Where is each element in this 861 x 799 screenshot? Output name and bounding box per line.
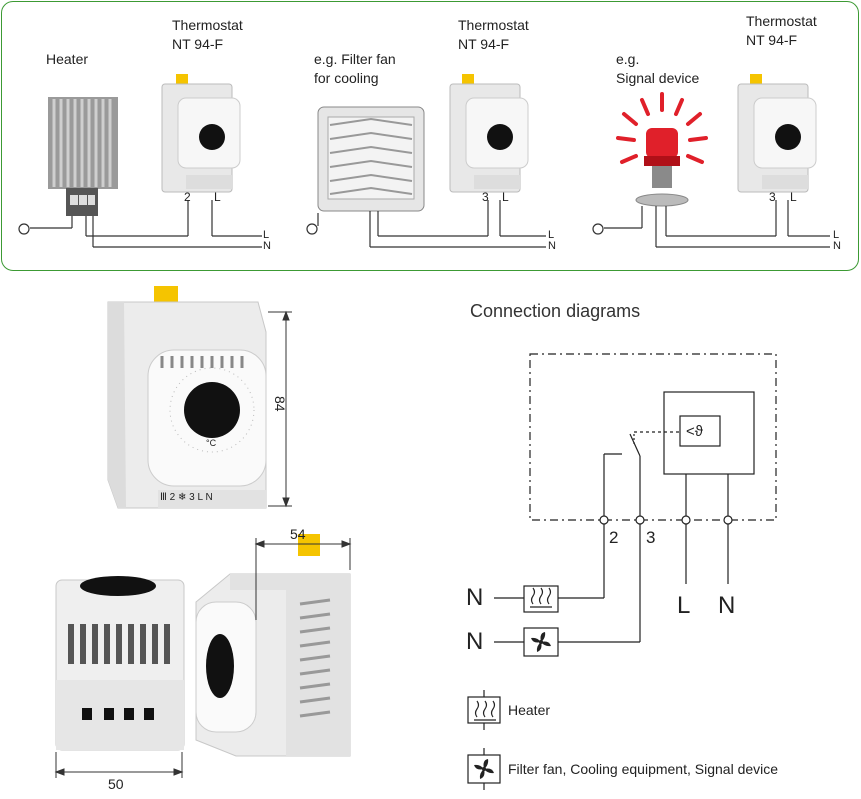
enclosure-dashed	[529, 353, 777, 521]
fan-symbol	[523, 627, 559, 657]
sensor-symbol-label: <ϑ	[686, 423, 703, 440]
filter-fan-label: e.g. Filter fan for cooling	[314, 51, 396, 86]
wire-N-label-3: N	[833, 240, 841, 252]
wire-L-label-3: L	[833, 229, 840, 241]
fan-wiring	[306, 200, 546, 248]
heater-wiring	[18, 200, 262, 248]
L-terminal-label: L	[677, 592, 691, 619]
filter-fan-device	[317, 106, 425, 212]
signal-device-label: e.g. Signal device	[616, 51, 700, 86]
terminal-strip-label: Ⅲ 2 ❄ 3 L N	[160, 492, 213, 503]
fan-icon	[474, 632, 551, 779]
thermostat-2-image	[449, 74, 529, 193]
signal-device	[616, 92, 708, 207]
thermostat-2-label: Thermostat NT 94-F	[458, 17, 529, 52]
legend-heater-label: Heater	[508, 702, 551, 718]
N-fan-label: N	[466, 628, 484, 655]
N-heater-label: N	[466, 584, 484, 611]
dim-84-label: 84	[272, 396, 288, 412]
dim-54-line	[254, 538, 352, 620]
wire-N-label-2: N	[548, 240, 556, 252]
legend-fan-label: Filter fan, Cooling equipment, Signal de…	[508, 761, 779, 777]
thermostat-top-view	[55, 576, 185, 751]
celsius-unit: °C	[206, 438, 217, 448]
connection-diagram	[467, 353, 777, 790]
sensor-symbol-box	[679, 415, 721, 447]
N-terminal-label: N	[718, 592, 736, 619]
thermostat-side-view	[195, 534, 351, 757]
heater-icon	[474, 587, 552, 721]
terminal-L-label-2: L	[502, 190, 509, 204]
dim-50-line	[54, 752, 184, 778]
dim-84-line	[268, 310, 292, 508]
thermostat-3-image	[737, 74, 817, 193]
thermostat-1-image	[161, 74, 241, 193]
terminal-3-label: 3	[646, 528, 656, 547]
terminal-3-label-2: 3	[482, 190, 489, 204]
heater-label: Heater	[46, 51, 89, 67]
sensor-box	[663, 391, 755, 475]
heater-device	[48, 97, 118, 216]
dim-54-label: 54	[290, 526, 306, 542]
terminal-3-label-3: 3	[769, 190, 776, 204]
terminal-2-label: 2	[609, 528, 619, 547]
terminal-L-label-1: L	[214, 190, 221, 204]
wire-L-label-1: L	[263, 229, 270, 241]
dim-50-label: 50	[108, 776, 124, 792]
thermostat-front-view	[107, 286, 267, 509]
application-examples-panel	[1, 1, 859, 271]
heater-symbol	[523, 585, 559, 613]
thermostat-1-label: Thermostat NT 94-F	[172, 17, 243, 52]
terminal-L-label-3: L	[790, 190, 797, 204]
connection-diagrams-title: Connection diagrams	[470, 301, 641, 321]
wire-N-label-1: N	[263, 240, 271, 252]
signal-wiring	[592, 200, 830, 248]
thermostat-3-label: Thermostat NT 94-F	[746, 13, 817, 48]
wire-L-label-2: L	[548, 229, 555, 241]
terminal-2-label-1: 2	[184, 190, 191, 204]
